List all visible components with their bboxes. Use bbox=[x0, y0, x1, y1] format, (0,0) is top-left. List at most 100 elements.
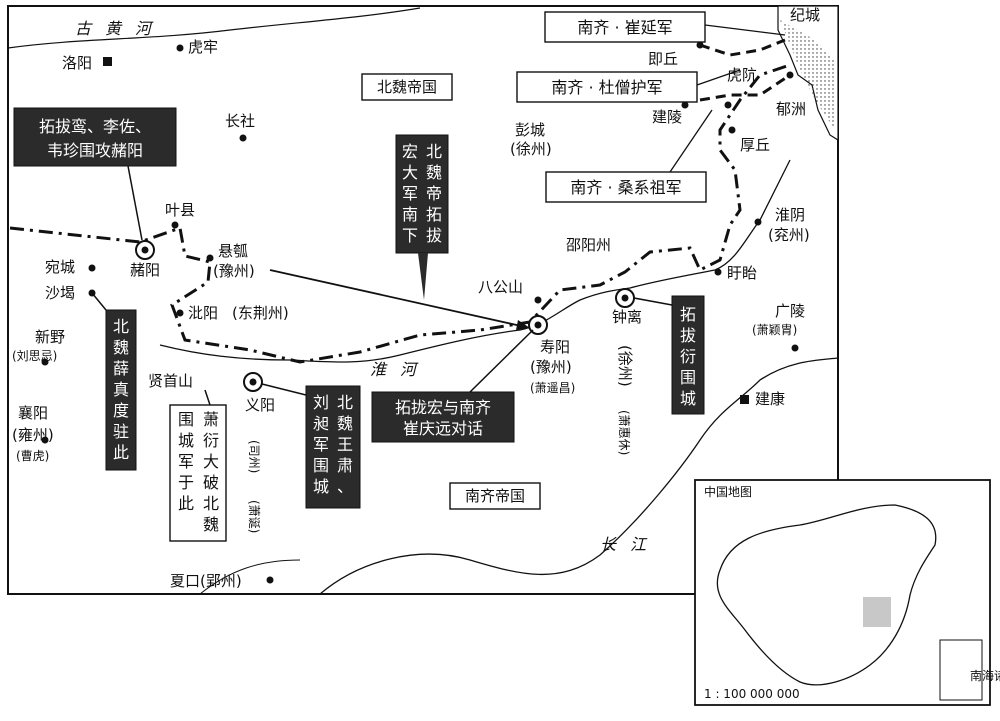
city-luoyang: 洛阳 bbox=[62, 54, 92, 72]
leader-line bbox=[704, 24, 786, 36]
callout-emperor-box bbox=[395, 134, 449, 254]
inset-scale: 1 : 100 000 000 bbox=[704, 687, 800, 701]
inset-south-sea-box bbox=[939, 639, 983, 701]
city-shaoyangzhou: 邵阳州 bbox=[566, 236, 611, 254]
inset-highlight-region bbox=[863, 597, 891, 627]
city-xuanhu-sub: (豫州) bbox=[213, 262, 255, 280]
siege-shouyang-icon bbox=[528, 315, 548, 335]
callout-wangsu-c1: 魏 bbox=[337, 414, 353, 433]
capital-jiankang-icon bbox=[740, 395, 749, 404]
callout-xiaoyan-c5: 魏 bbox=[203, 515, 219, 534]
city-biyang-sub: (东荆州) bbox=[232, 304, 289, 322]
callout-wangsu-c3: 肃 bbox=[337, 456, 353, 475]
leader-line bbox=[204, 389, 211, 406]
callout-xiaoyan-c1: 衍 bbox=[203, 431, 219, 450]
qi-cui-box bbox=[544, 11, 706, 43]
callout-emperor-c3: 拓 bbox=[426, 205, 442, 224]
city-dot-icon bbox=[534, 296, 542, 304]
city-jianling: 建陵 bbox=[652, 108, 682, 126]
callout-wangsu-c6: 昶 bbox=[313, 414, 329, 433]
city-shouyang-sub: (豫州) bbox=[530, 358, 572, 376]
callout-wangsu-c4: 、 bbox=[337, 477, 353, 496]
city-labels: 洛阳 虎牢 长社 叶县 赭阳 悬瓠 (豫州) 宛城 沙堨 沘阳 (东荆州) 新野… bbox=[12, 6, 820, 590]
city-guangling: 广陵 bbox=[775, 302, 805, 320]
city-dot-icon bbox=[786, 71, 794, 79]
city-bagongshan: 八公山 bbox=[478, 278, 523, 296]
callout-emperor-c6: 大 bbox=[402, 163, 418, 182]
callout-xue-c5: 驻 bbox=[113, 422, 129, 441]
city-xinye: 新野 bbox=[35, 328, 65, 346]
callout-wangsu-c0: 北 bbox=[337, 393, 353, 412]
city-shaji: 沙堨 bbox=[45, 284, 75, 302]
city-yuzhou: 郁洲 bbox=[776, 100, 806, 118]
callout-emperor-c9: 下 bbox=[402, 226, 418, 245]
callout-emperor-c8: 南 bbox=[402, 205, 418, 224]
huai-river-label: 淮河 bbox=[370, 360, 430, 379]
wei-empire-box bbox=[361, 73, 453, 101]
city-huruan: 虎阬 bbox=[727, 66, 757, 84]
city-dot-icon bbox=[791, 344, 799, 352]
city-zhuyang: 赭阳 bbox=[130, 261, 160, 279]
qi-du-label: 南齐 · 杜僧护军 bbox=[551, 78, 662, 97]
callout-wangsu-c5: 刘 bbox=[313, 393, 329, 412]
arrow-head bbox=[516, 320, 530, 330]
callout-xue-c1: 魏 bbox=[113, 338, 129, 357]
callout-emperor-c7: 军 bbox=[402, 184, 418, 203]
city-xiangyang-sub2: (曹虎) bbox=[16, 449, 49, 463]
callout-talk-box bbox=[371, 391, 515, 443]
qi-empire-label: 南齐帝国 bbox=[465, 487, 525, 505]
callout-xue-c6: 此 bbox=[113, 443, 129, 462]
callout-xue-c4: 度 bbox=[113, 401, 129, 420]
callout-wei-siege-2: 韦珍围攻赭阳 bbox=[47, 141, 143, 160]
callout-tuobayan-box bbox=[671, 295, 705, 415]
callout-xiaoyan-text: 萧 衍 大 破 北 魏 围 城 军 于 此 bbox=[178, 410, 219, 534]
city-wancheng: 宛城 bbox=[45, 258, 75, 276]
city-dot-icon bbox=[88, 264, 96, 272]
city-dot-icon bbox=[41, 436, 49, 444]
emperor-route-arrow bbox=[269, 269, 531, 329]
callout-wangsu-c8: 围 bbox=[313, 456, 329, 475]
city-zhongli-sub: (徐州) bbox=[616, 345, 634, 387]
city-dot-icon bbox=[754, 218, 762, 226]
city-dot-icon bbox=[206, 254, 214, 262]
city-houqiu: 厚丘 bbox=[740, 136, 770, 154]
callout-tuobayan-c2: 衍 bbox=[680, 347, 696, 366]
city-dot-icon bbox=[728, 126, 736, 134]
city-xianshoushan: 贤首山 bbox=[148, 372, 193, 390]
callout-emperor-text: 北 魏 帝 拓 拔 宏 大 军 南 下 bbox=[402, 142, 442, 245]
callout-xiaoyan-c3: 破 bbox=[203, 473, 219, 492]
inset-title: 中国地图 bbox=[704, 484, 752, 499]
leader-line bbox=[696, 69, 741, 86]
yangtze-river bbox=[319, 357, 839, 595]
city-yiyang-sub: (司州) bbox=[247, 440, 261, 473]
river-branch bbox=[199, 559, 301, 595]
callout-xiaoyan2-c1: 城 bbox=[178, 431, 194, 450]
callout-wei-siege-1: 拓拔鸾、李佐、 bbox=[39, 117, 151, 136]
leader-line bbox=[261, 383, 307, 396]
city-jiankang: 建康 bbox=[755, 390, 785, 408]
qi-sang-label: 南齐 · 桑系祖军 bbox=[570, 178, 681, 197]
callout-wangsu-c7: 军 bbox=[313, 435, 329, 454]
callout-xue-box bbox=[105, 309, 137, 471]
city-shouyang: 寿阳 bbox=[540, 338, 570, 356]
callout-emperor-c2: 帝 bbox=[426, 184, 442, 203]
city-guangling-sub: (萧颖胄) bbox=[752, 323, 797, 337]
callout-emperor-c0: 北 bbox=[426, 142, 442, 161]
city-pengcheng: 彭城 bbox=[515, 121, 545, 139]
city-xiakou: 夏口(郢州) bbox=[170, 572, 242, 590]
wei-empire-label: 北魏帝国 bbox=[377, 78, 437, 96]
city-dot-icon bbox=[239, 134, 247, 142]
city-jiqiu: 即丘 bbox=[648, 50, 678, 68]
callout-wangsu-text: 北 魏 王 肃 、 刘 昶 军 围 城 bbox=[313, 393, 353, 496]
callout-xiaoyan2-c2: 军 bbox=[178, 452, 194, 471]
city-xiangyang-sub: (雍州) bbox=[12, 426, 54, 444]
yellow-river-label: 古黄河 bbox=[75, 19, 165, 38]
city-xinye-sub: (刘思忌) bbox=[12, 349, 57, 363]
siege-zhongli-icon bbox=[615, 288, 635, 308]
city-jicheng: 纪城 bbox=[790, 6, 820, 24]
city-markers bbox=[41, 41, 799, 584]
callout-tuobayan-c0: 拓 bbox=[680, 305, 696, 324]
callout-emperor-c4: 拔 bbox=[426, 226, 442, 245]
callout-pointer bbox=[418, 253, 428, 300]
